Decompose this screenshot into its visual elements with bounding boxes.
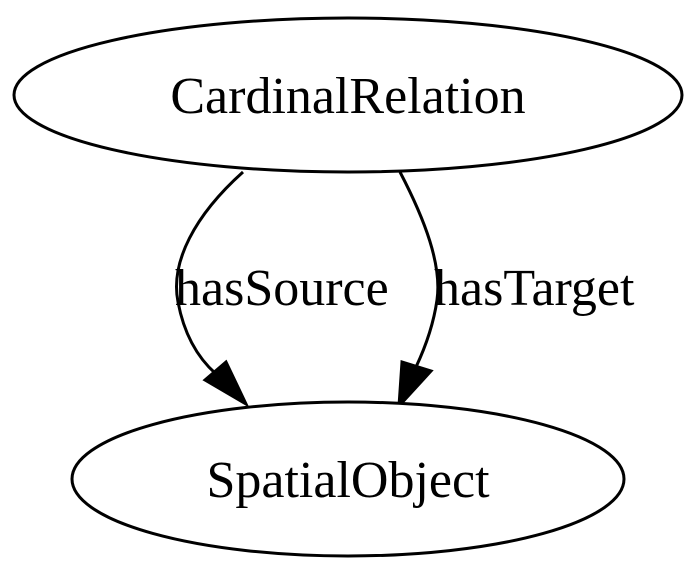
node-spatial-object-ellipse xyxy=(70,400,626,558)
edge-has-target-line xyxy=(398,171,440,368)
node-cardinal-relation: CardinalRelation xyxy=(12,16,684,174)
edge-has-target-label: hasTarget xyxy=(434,260,635,317)
node-cardinal-relation-ellipse xyxy=(12,16,684,174)
node-spatial-object-label: SpatialObject xyxy=(206,452,490,509)
edge-has-source-line xyxy=(175,170,245,376)
node-cardinal-relation-label: CardinalRelation xyxy=(170,68,525,125)
node-spatial-object: SpatialObject xyxy=(70,400,626,558)
edge-has-source-label: hasSource xyxy=(175,260,389,317)
edge-has-source-arrowhead xyxy=(202,359,250,408)
edge-has-target: hasTarget xyxy=(397,171,635,411)
edge-has-target-arrowhead xyxy=(397,360,434,411)
edge-has-source: hasSource xyxy=(175,170,389,408)
